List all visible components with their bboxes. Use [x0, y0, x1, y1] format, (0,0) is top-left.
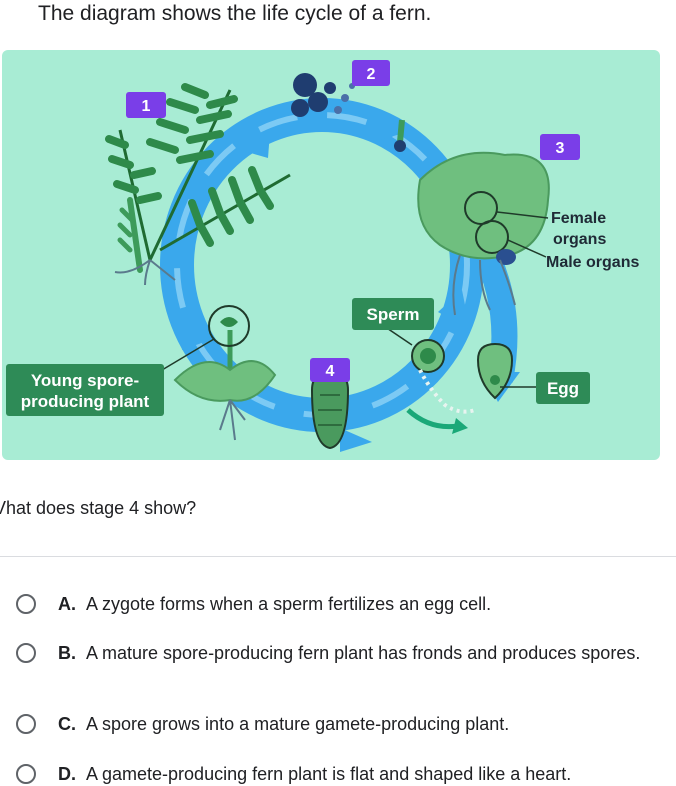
question-intro: The diagram shows the life cycle of a fe…	[38, 2, 431, 26]
radio-button-d[interactable]	[16, 764, 36, 784]
divider	[0, 556, 676, 557]
female-organs-label-line2: organs	[553, 231, 606, 248]
option-d[interactable]: D. A gamete-producing fern plant is flat…	[16, 762, 656, 786]
zygote-structure	[312, 372, 348, 448]
fern-life-cycle-diagram: 1 2 3 4 Female organs Male organs Sperm …	[0, 50, 661, 460]
sperm-label: Sperm	[367, 305, 420, 324]
question-text: Vhat does stage 4 show?	[0, 498, 196, 519]
option-b-letter: B.	[58, 641, 76, 665]
option-a-text: A zygote forms when a sperm fertilizes a…	[86, 592, 491, 616]
option-a[interactable]: A. A zygote forms when a sperm fertilize…	[16, 592, 656, 616]
option-c[interactable]: C. A spore grows into a mature gamete-pr…	[16, 712, 656, 736]
stage-3-number: 3	[556, 140, 565, 157]
stage-4-badge: 4	[310, 358, 350, 382]
stage-2-number: 2	[367, 66, 376, 83]
radio-button-a[interactable]	[16, 594, 36, 614]
young-plant-label-line1: Young spore-	[31, 371, 139, 390]
option-b[interactable]: B. A mature spore-producing fern plant h…	[16, 641, 656, 665]
radio-button-b[interactable]	[16, 643, 36, 663]
young-plant-label-box: Young spore- producing plant	[6, 364, 164, 416]
sperm-label-box: Sperm	[352, 298, 434, 330]
stage-1-number: 1	[142, 98, 151, 115]
stage-3-badge: 3	[540, 134, 580, 160]
egg-label-box: Egg	[536, 372, 590, 404]
stage-4-number: 4	[326, 363, 335, 380]
egg-label: Egg	[547, 379, 579, 398]
stage-1-badge: 1	[126, 92, 166, 118]
option-a-letter: A.	[58, 592, 76, 616]
option-b-text: A mature spore-producing fern plant has …	[86, 641, 640, 665]
male-organs-label: Male organs	[546, 254, 639, 271]
option-c-text: A spore grows into a mature gamete-produ…	[86, 712, 509, 736]
young-plant-label-line2: producing plant	[21, 392, 150, 411]
female-organs-label-line1: Female	[551, 210, 606, 227]
option-c-letter: C.	[58, 712, 76, 736]
radio-button-c[interactable]	[16, 714, 36, 734]
option-d-letter: D.	[58, 762, 76, 786]
option-d-text: A gamete-producing fern plant is flat an…	[86, 762, 571, 786]
stage-2-badge: 2	[352, 60, 390, 86]
